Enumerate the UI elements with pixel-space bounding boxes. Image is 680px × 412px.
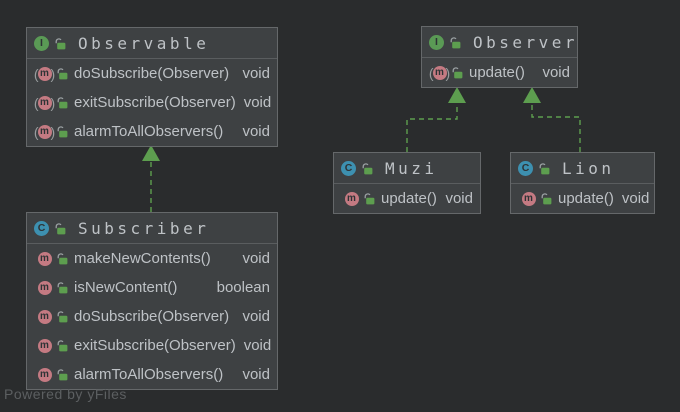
method-row[interactable]: m exitSubscribe(Observer) void: [27, 331, 277, 360]
yfiles-watermark: Powered by yFiles: [4, 386, 127, 402]
class-node-subscriber[interactable]: C Subscriber m makeNewContents() void m isNewC…: [26, 212, 278, 390]
interface-icon: I: [429, 34, 444, 50]
public-lock-icon: [56, 281, 69, 294]
method-row[interactable]: (m) alarmToAllObservers() void: [27, 117, 277, 146]
public-lock-icon: [56, 339, 69, 352]
method-icon: m: [34, 309, 55, 324]
method-return-type: void: [242, 65, 270, 82]
method-icon: m: [34, 280, 55, 295]
method-return-type: void: [242, 250, 270, 267]
public-lock-icon: [56, 252, 69, 265]
method-row[interactable]: (m) update() void: [422, 58, 577, 87]
public-lock-icon: [56, 67, 69, 80]
class-node-lion[interactable]: C Lion m update() void: [510, 152, 655, 214]
node-header[interactable]: I Observable: [27, 28, 277, 59]
node-title: Observer: [473, 32, 579, 52]
class-icon: C: [341, 160, 356, 176]
node-header[interactable]: I Observer: [422, 27, 577, 58]
interface-icon: I: [34, 35, 49, 51]
edge-muzi-implements-observer[interactable]: [406, 87, 466, 152]
method-return-type: void: [242, 366, 270, 383]
interface-node-observer[interactable]: I Observer (m) update() void: [421, 26, 578, 88]
public-lock-icon: [361, 162, 374, 175]
arrowhead: [523, 87, 541, 103]
public-lock-icon: [56, 310, 69, 323]
method-row[interactable]: (m) exitSubscribe(Observer) void: [27, 88, 277, 117]
method-name: update(): [469, 64, 525, 81]
method-return-type: void: [243, 94, 272, 111]
method-icon: m: [34, 367, 55, 382]
public-lock-icon: [56, 368, 69, 381]
method-row[interactable]: m alarmToAllObservers() void: [27, 360, 277, 389]
node-header[interactable]: C Subscriber: [27, 213, 277, 244]
abstract-method-icon: (m): [33, 123, 56, 140]
method-icon: m: [34, 338, 55, 353]
method-return-type: boolean: [216, 279, 270, 296]
public-lock-icon: [449, 36, 462, 49]
arrowhead: [142, 145, 160, 161]
method-name: exitSubscribe(Observer): [74, 94, 236, 111]
method-name: makeNewContents(): [74, 250, 211, 267]
method-row[interactable]: (m) doSubscribe(Observer) void: [27, 59, 277, 88]
method-return-type: void: [445, 190, 473, 207]
method-row[interactable]: m update() void: [334, 184, 480, 213]
node-title: Observable: [78, 33, 210, 53]
public-lock-icon: [54, 222, 67, 235]
abstract-method-icon: (m): [428, 64, 451, 81]
method-name: alarmToAllObservers(): [74, 366, 224, 383]
node-header[interactable]: C Lion: [511, 153, 654, 184]
edge-subscriber-implements-observable[interactable]: [142, 145, 160, 212]
abstract-method-icon: (m): [33, 65, 56, 82]
method-row[interactable]: m doSubscribe(Observer) void: [27, 302, 277, 331]
method-return-type: void: [621, 190, 650, 207]
edge-lion-implements-observer[interactable]: [523, 87, 581, 152]
method-name: doSubscribe(Observer): [74, 65, 230, 82]
method-icon: m: [341, 191, 362, 206]
public-lock-icon: [56, 125, 69, 138]
method-return-type: void: [542, 64, 570, 81]
public-lock-icon: [540, 192, 553, 205]
method-icon: m: [518, 191, 539, 206]
method-return-type: void: [243, 337, 272, 354]
public-lock-icon: [54, 37, 67, 50]
method-name: update(): [558, 190, 614, 207]
method-name: exitSubscribe(Observer): [74, 337, 236, 354]
public-lock-icon: [56, 96, 69, 109]
node-title: Muzi: [385, 158, 438, 178]
method-name: isNewContent(): [74, 279, 178, 296]
node-header[interactable]: C Muzi: [334, 153, 480, 184]
method-name: alarmToAllObservers(): [74, 123, 224, 140]
arrowhead: [448, 87, 466, 103]
method-name: update(): [381, 190, 437, 207]
method-row[interactable]: m isNewContent() boolean: [27, 273, 277, 302]
method-icon: m: [34, 251, 55, 266]
public-lock-icon: [363, 192, 376, 205]
public-lock-icon: [538, 162, 551, 175]
method-row[interactable]: m update() void: [511, 184, 654, 213]
public-lock-icon: [451, 66, 464, 79]
node-title: Lion: [562, 158, 615, 178]
class-icon: C: [34, 220, 49, 236]
class-icon: C: [518, 160, 533, 176]
method-return-type: void: [242, 123, 270, 140]
class-node-muzi[interactable]: C Muzi m update() void: [333, 152, 481, 214]
node-title: Subscriber: [78, 218, 210, 238]
method-name: doSubscribe(Observer): [74, 308, 230, 325]
method-row[interactable]: m makeNewContents() void: [27, 244, 277, 273]
abstract-method-icon: (m): [33, 94, 56, 111]
method-return-type: void: [242, 308, 270, 325]
